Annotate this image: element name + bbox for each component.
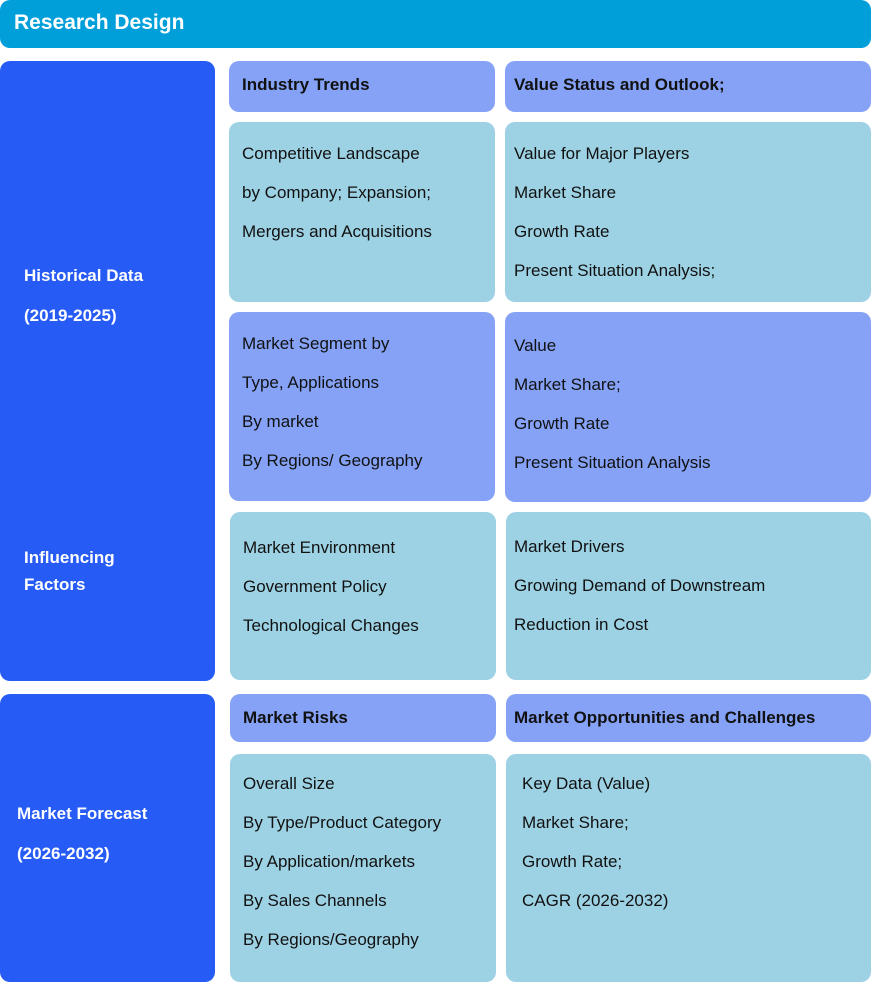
list-item: Market Share; [522, 813, 629, 832]
list-item: By Sales Channels [243, 891, 387, 910]
market-segment-box: Market Segment by Type, Applications By … [229, 312, 495, 501]
value-major-players-box: Value for Major Players Market Share Gro… [505, 122, 871, 302]
list-item: Market Segment by [242, 334, 390, 353]
list-item: Value [514, 336, 557, 355]
list-item: Market Drivers [514, 537, 625, 556]
market-environment-box: Market Environment Government Policy Tec… [230, 512, 496, 680]
influencing-factors-title-2: Factors [24, 575, 86, 594]
competitive-landscape-box: Competitive Landscape by Company; Expans… [229, 122, 495, 302]
list-item: By market [242, 412, 319, 431]
list-item: CAGR (2026-2032) [522, 891, 669, 910]
influencing-factors-title-1: Influencing [24, 548, 115, 567]
list-item: By Regions/Geography [243, 930, 419, 949]
list-item: By Regions/ Geography [242, 451, 423, 470]
list-item: Competitive Landscape [242, 144, 420, 163]
list-item: Mergers and Acquisitions [242, 222, 432, 241]
value-segment-box: Value Market Share; Growth Rate Present … [505, 312, 871, 502]
value-status-label: Value Status and Outlook; [514, 75, 725, 94]
opportunities-label: Market Opportunities and Challenges [514, 708, 816, 727]
list-item: Value for Major Players [514, 144, 690, 163]
historical-data-title: Historical Data [24, 266, 144, 285]
list-item: Reduction in Cost [514, 615, 649, 634]
forecast-size-box: Overall Size By Type/Product Category By… [230, 754, 496, 982]
historical-influencing-panel: Historical Data (2019-2025) Influencing … [0, 61, 215, 681]
list-item: By Application/markets [243, 852, 415, 871]
market-risks-label: Market Risks [243, 708, 348, 727]
market-forecast-title: Market Forecast [17, 804, 148, 823]
list-item: Present Situation Analysis; [514, 261, 716, 280]
list-item: Market Share; [514, 375, 621, 394]
list-item: Growth Rate; [522, 852, 623, 871]
list-item: Market Environment [243, 538, 396, 557]
historical-data-period: (2019-2025) [24, 306, 117, 325]
research-design-header: Research Design [0, 0, 871, 48]
market-forecast-panel: Market Forecast (2026-2032) [0, 694, 215, 982]
list-item: by Company; Expansion; [242, 183, 431, 202]
market-drivers-box: Market Drivers Growing Demand of Downstr… [506, 512, 871, 680]
list-item: Growing Demand of Downstream [514, 576, 766, 595]
industry-trends-header: Industry Trends [229, 61, 495, 112]
list-item: Growth Rate [514, 414, 610, 433]
industry-trends-label: Industry Trends [242, 75, 370, 94]
forecast-data-box: Key Data (Value) Market Share; Growth Ra… [506, 754, 871, 982]
list-item: Growth Rate [514, 222, 610, 241]
list-item: Overall Size [243, 774, 335, 793]
market-forecast-period: (2026-2032) [17, 844, 110, 863]
list-item: Market Share [514, 183, 617, 202]
list-item: Key Data (Value) [522, 774, 651, 793]
list-item: Type, Applications [242, 373, 380, 392]
opportunities-header: Market Opportunities and Challenges [506, 694, 871, 742]
header-title: Research Design [14, 11, 185, 34]
list-item: By Type/Product Category [243, 813, 442, 832]
list-item: Technological Changes [243, 616, 419, 635]
list-item: Present Situation Analysis [514, 453, 711, 472]
list-item: Government Policy [243, 577, 387, 596]
market-risks-header: Market Risks [230, 694, 496, 742]
value-status-header: Value Status and Outlook; [505, 61, 871, 112]
